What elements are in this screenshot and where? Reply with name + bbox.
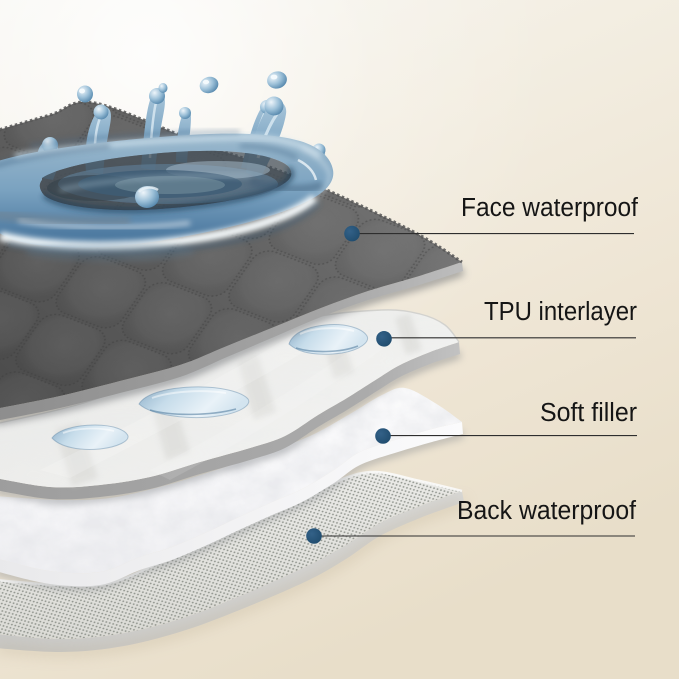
svg-text:Back waterproof: Back waterproof (457, 497, 637, 525)
svg-text:TPU interlayer: TPU interlayer (484, 298, 637, 326)
svg-text:Face waterproof: Face waterproof (461, 194, 639, 222)
svg-text:Soft filler: Soft filler (540, 399, 637, 427)
